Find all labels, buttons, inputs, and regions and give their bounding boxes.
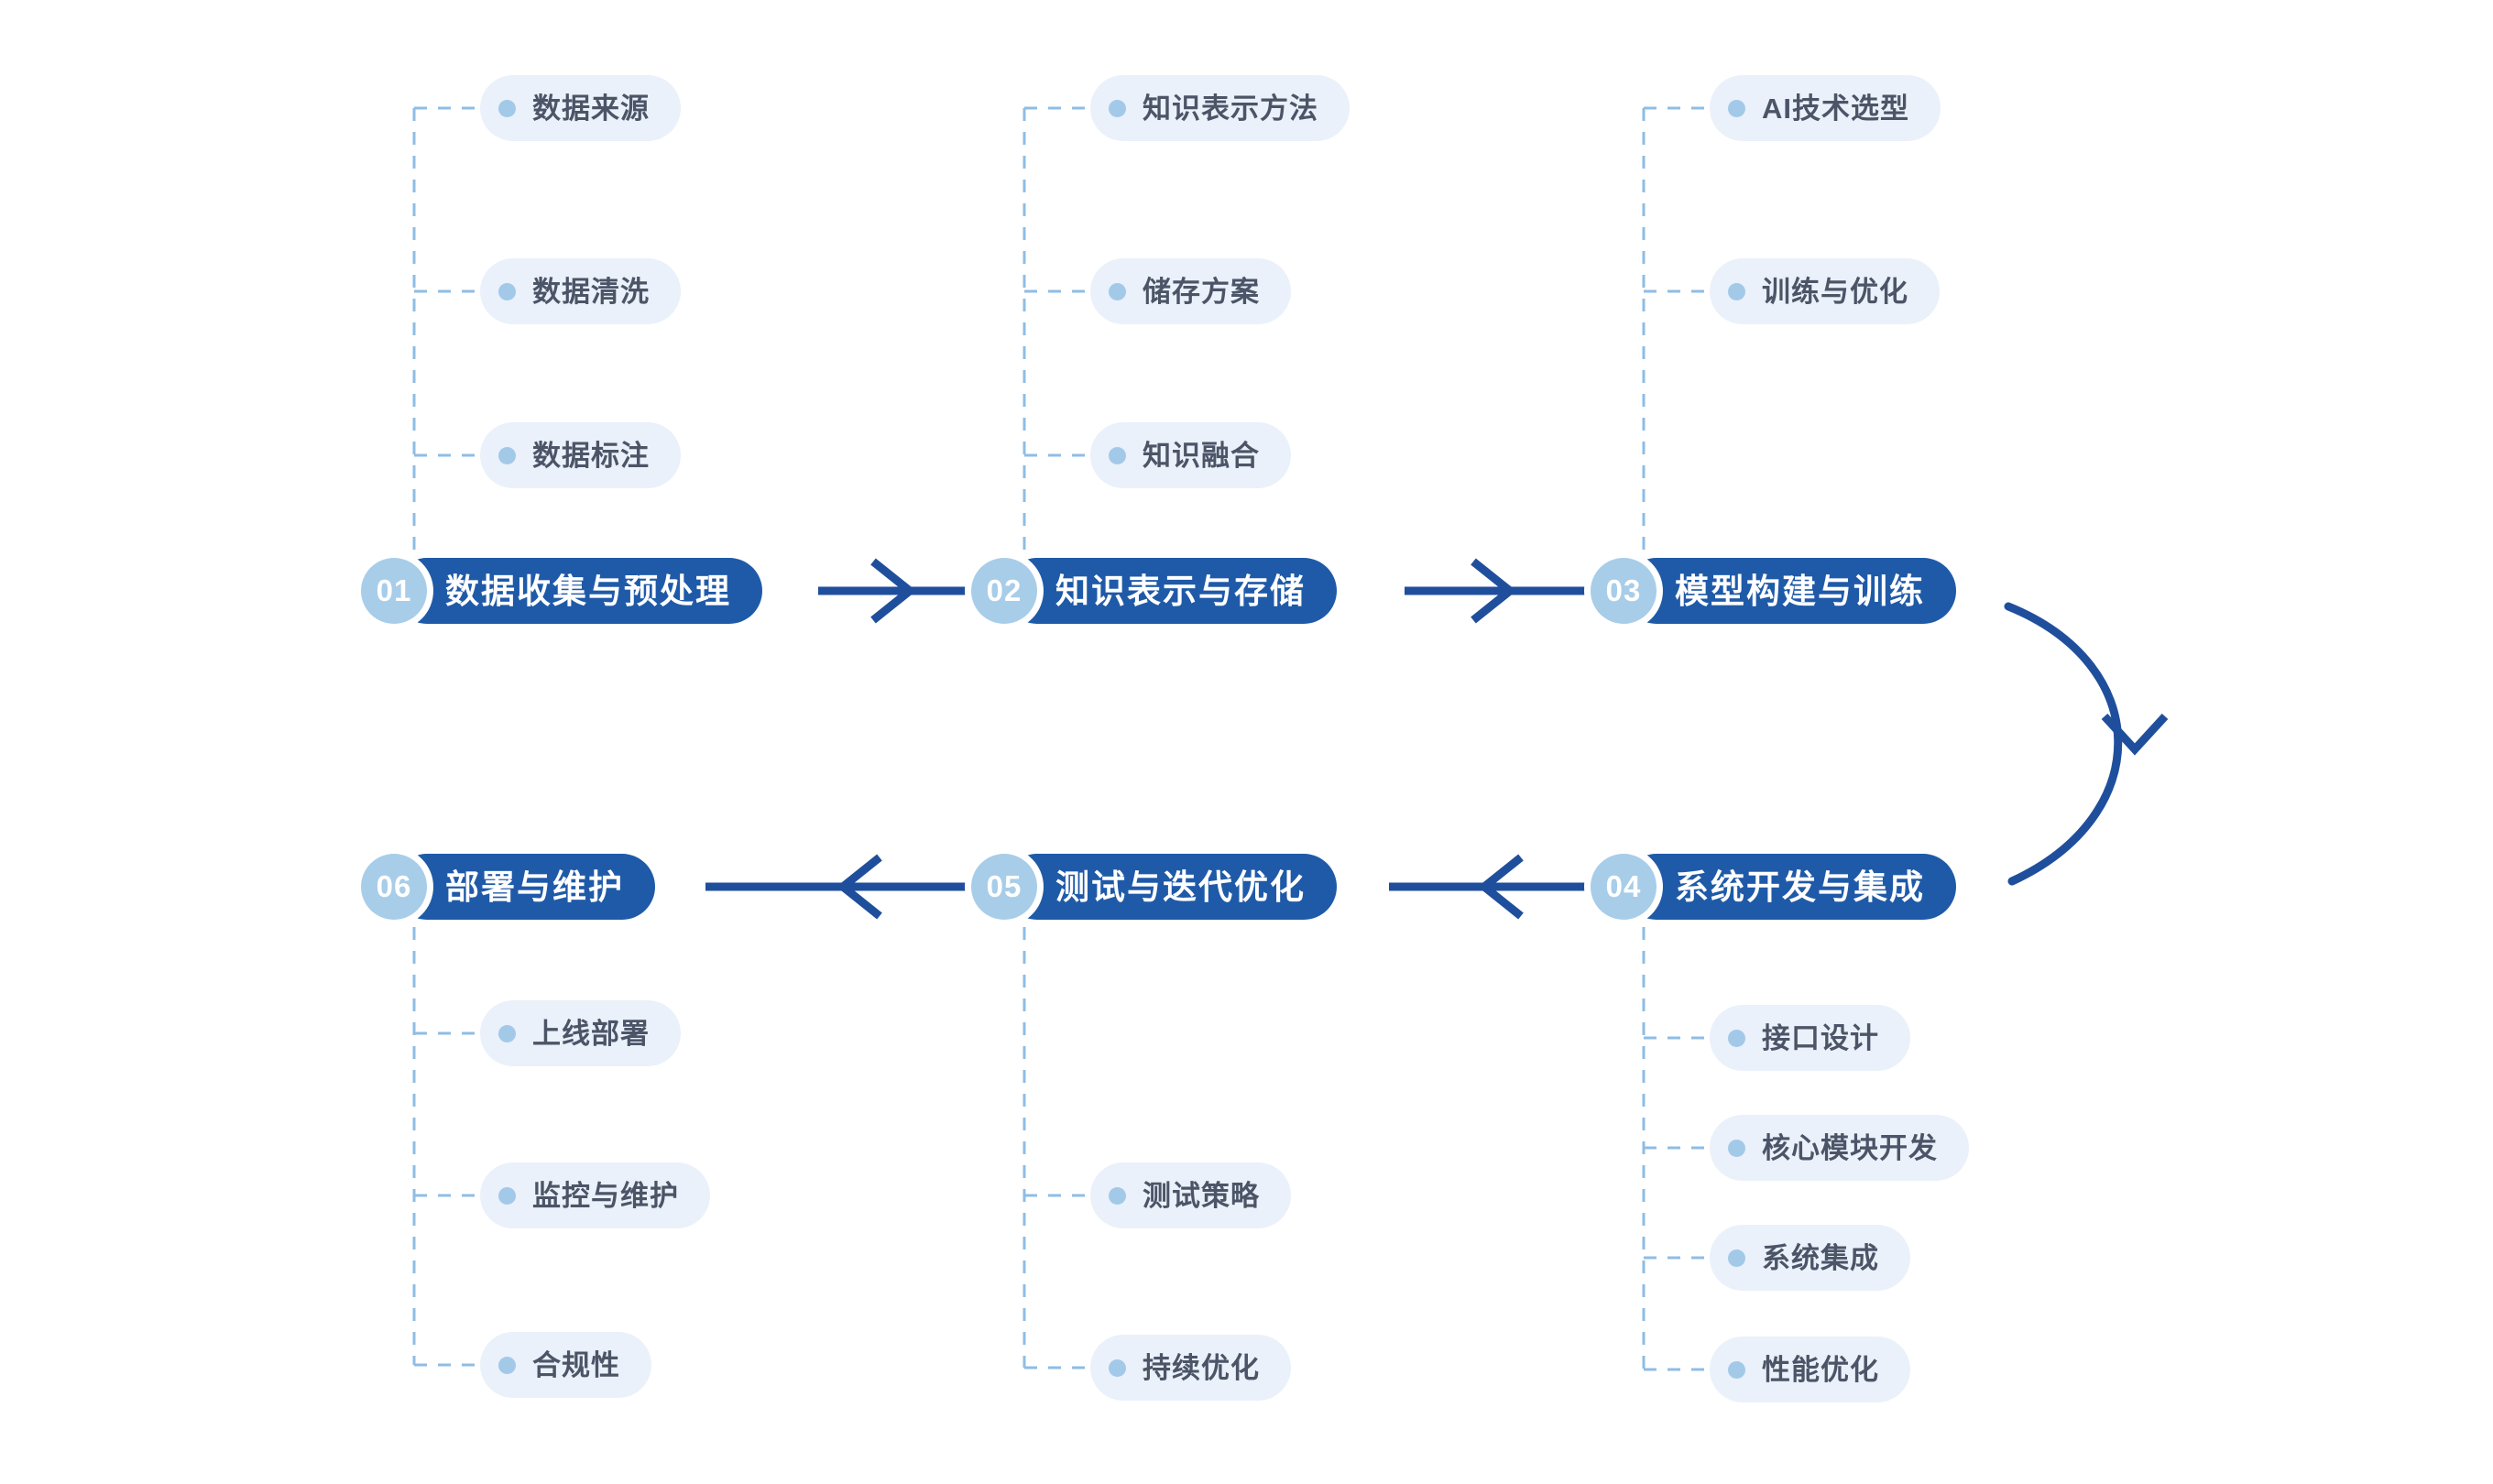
subitem-label: 持续优化 <box>1143 1351 1260 1384</box>
subitem-dot-icon <box>498 282 516 300</box>
arrow-head-03-04 <box>2101 713 2169 756</box>
arrow-head-02-03 <box>1471 558 1517 624</box>
subitem-dot-icon <box>1109 1359 1126 1377</box>
subitem-pill[interactable]: 监控与维护 <box>480 1162 710 1228</box>
subitem-dot-icon <box>1728 1360 1745 1379</box>
step-label: 系统开发与集成 <box>1675 867 1925 906</box>
subitem-pill[interactable]: 系统集成 <box>1710 1225 1910 1291</box>
subitem-pill[interactable]: 训练与优化 <box>1710 258 1940 324</box>
subitem-dot-icon <box>1109 1186 1126 1205</box>
arrow-curve-03-04 <box>2004 602 2123 886</box>
subitem-dot-icon <box>1728 1139 1745 1157</box>
subitem-label: 监控与维护 <box>532 1179 679 1212</box>
subitem-label: 数据清洗 <box>532 275 650 308</box>
subitem-label: 测试策略 <box>1143 1179 1260 1212</box>
subitem-pill[interactable]: AI技术选型 <box>1710 75 1941 141</box>
subitem-dot-icon <box>1728 99 1745 117</box>
step-number-badge: 04 <box>1591 854 1657 920</box>
subitem-dot-icon <box>498 1024 516 1042</box>
subitem-label: 系统集成 <box>1762 1241 1879 1274</box>
step-number-badge: 05 <box>971 854 1037 920</box>
subitem-dot-icon <box>498 446 516 464</box>
subitem-label: 数据来源 <box>532 92 650 125</box>
subitem-pill[interactable]: 储存方案 <box>1090 258 1291 324</box>
subitem-pill[interactable]: 合规性 <box>480 1332 651 1398</box>
subitem-label: 性能优化 <box>1762 1353 1879 1386</box>
subitem-label: 上线部署 <box>532 1017 650 1050</box>
subitem-dot-icon <box>498 99 516 117</box>
arrow-head-04-05 <box>1477 854 1524 920</box>
step-pill[interactable]: 测试与迭代优化 <box>1004 854 1337 920</box>
step-node-04[interactable]: 04 系统开发与集成 <box>1591 854 1956 920</box>
subitem-dot-icon <box>1109 446 1126 464</box>
step-node-05[interactable]: 05 测试与迭代优化 <box>971 854 1337 920</box>
step-node-06[interactable]: 06 部署与维护 <box>361 854 655 920</box>
step-number-badge: 01 <box>361 558 427 624</box>
subitem-pill[interactable]: 数据来源 <box>480 75 681 141</box>
subitem-label: 训练与优化 <box>1762 275 1908 308</box>
step-pill[interactable]: 部署与维护 <box>394 854 655 920</box>
subitem-label: AI技术选型 <box>1762 92 1909 125</box>
subitem-label: 储存方案 <box>1143 275 1260 308</box>
subitem-label: 数据标注 <box>532 439 650 472</box>
step-label: 部署与维护 <box>445 867 624 906</box>
subitem-pill[interactable]: 数据标注 <box>480 422 681 488</box>
subitem-label: 接口设计 <box>1762 1021 1879 1054</box>
step-node-01[interactable]: 01 数据收集与预处理 <box>361 558 762 624</box>
subitem-pill[interactable]: 核心模块开发 <box>1710 1115 1969 1181</box>
step-pill[interactable]: 知识表示与存储 <box>1004 558 1337 624</box>
step-number-badge: 02 <box>971 558 1037 624</box>
subitem-dot-icon <box>498 1356 516 1374</box>
arrow-head-05-06 <box>836 854 882 920</box>
subitem-dot-icon <box>1109 282 1126 300</box>
subitem-label: 知识表示方法 <box>1143 92 1318 125</box>
subitem-pill[interactable]: 性能优化 <box>1710 1337 1910 1402</box>
arrow-head-01-02 <box>870 558 917 624</box>
step-label: 知识表示与存储 <box>1055 572 1306 610</box>
step-label: 测试与迭代优化 <box>1055 867 1306 906</box>
subitem-pill[interactable]: 接口设计 <box>1710 1005 1910 1071</box>
subitem-pill[interactable]: 持续优化 <box>1090 1335 1291 1401</box>
subitem-label: 核心模块开发 <box>1762 1131 1938 1164</box>
subitem-dot-icon <box>1109 99 1126 117</box>
subitem-pill[interactable]: 上线部署 <box>480 1000 681 1066</box>
subitem-label: 知识融合 <box>1143 439 1260 472</box>
step-number-badge: 03 <box>1591 558 1657 624</box>
step-pill[interactable]: 数据收集与预处理 <box>394 558 762 624</box>
subitem-pill[interactable]: 测试策略 <box>1090 1162 1291 1228</box>
subitem-dot-icon <box>1728 282 1745 300</box>
step-number-badge: 06 <box>361 854 427 920</box>
subitem-pill[interactable]: 知识表示方法 <box>1090 75 1350 141</box>
subitem-dot-icon <box>498 1186 516 1205</box>
subitem-pill[interactable]: 知识融合 <box>1090 422 1291 488</box>
subitem-dot-icon <box>1728 1249 1745 1267</box>
step-label: 数据收集与预处理 <box>445 572 731 610</box>
subitem-pill[interactable]: 数据清洗 <box>480 258 681 324</box>
subitem-dot-icon <box>1728 1029 1745 1047</box>
step-pill[interactable]: 模型构建与训练 <box>1624 558 1956 624</box>
step-node-03[interactable]: 03 模型构建与训练 <box>1591 558 1956 624</box>
step-pill[interactable]: 系统开发与集成 <box>1624 854 1956 920</box>
subitem-label: 合规性 <box>532 1348 620 1381</box>
step-label: 模型构建与训练 <box>1675 572 1925 610</box>
step-node-02[interactable]: 02 知识表示与存储 <box>971 558 1337 624</box>
